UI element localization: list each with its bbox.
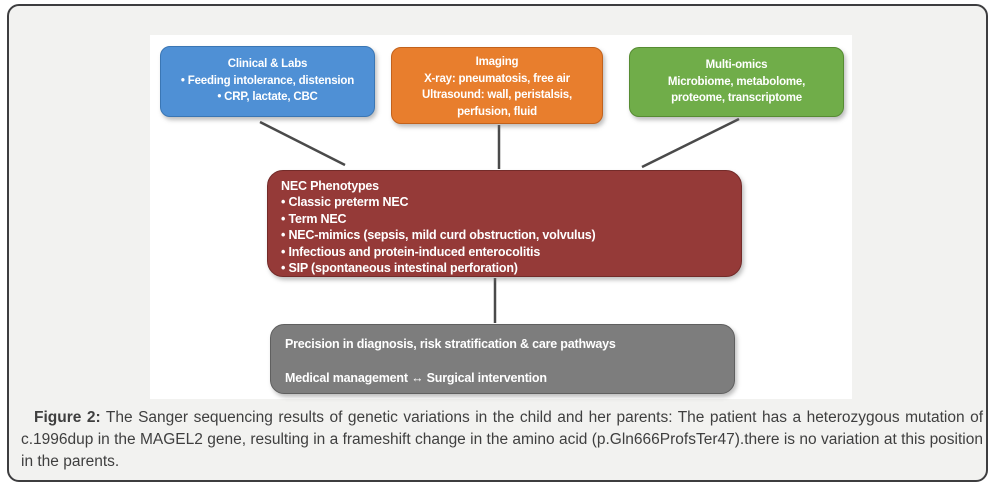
- figure-frame: Clinical & Labs • Feeding intolerance, d…: [7, 4, 988, 482]
- multi-omics-item: Microbiome, metabolome,: [667, 75, 806, 88]
- multi-omics-title: Multi-omics: [705, 59, 768, 71]
- figure-label: Figure 2:: [34, 409, 101, 426]
- nec-phenotype-item: • NEC-mimics (sepsis, mild curd obstruct…: [281, 228, 596, 243]
- clinical-labs-title: Clinical & Labs: [227, 58, 308, 70]
- nec-phenotype-item: • Infectious and protein-induced enteroc…: [281, 244, 541, 259]
- outcome-management-text: Medical management ↔ Surgical interventi…: [285, 371, 547, 385]
- nec-phenotypes-title: NEC Phenotypes: [281, 179, 379, 193]
- clinical-labs-item: • Feeding intolerance, distension: [180, 74, 355, 87]
- caption-line: c.1996dup in the MAGEL2 gene, resulting …: [21, 431, 983, 448]
- outcome-precision-text: Precision in diagnosis, risk stratificat…: [285, 337, 616, 351]
- caption-text: The Sanger sequencing results of genetic…: [100, 409, 984, 426]
- nec-phenotype-item: • SIP (spontaneous intestinal perforatio…: [281, 261, 518, 276]
- diagram-panel: Clinical & Labs • Feeding intolerance, d…: [150, 35, 852, 399]
- clinical-labs-item: • CRP, lactate, CBC: [217, 91, 318, 103]
- connector-multiomics-to-nec: [641, 117, 740, 169]
- caption-line: in the parents.: [21, 453, 120, 470]
- imaging-item: Ultrasound: wall, peristalsis,: [422, 89, 572, 101]
- multi-omics-box: Multi-omics Microbiome, metabolome, prot…: [629, 47, 844, 117]
- clinical-labs-box: Clinical & Labs • Feeding intolerance, d…: [160, 46, 375, 117]
- figure-caption: Figure 2: The Sanger sequencing results …: [21, 407, 983, 473]
- imaging-item: perfusion, fluid: [457, 105, 537, 118]
- connector-clinical-to-nec: [259, 120, 346, 167]
- outcome-box: Precision in diagnosis, risk stratificat…: [270, 324, 735, 394]
- nec-phenotypes-box: NEC Phenotypes • Classic preterm NEC • T…: [267, 170, 742, 277]
- imaging-title: Imaging: [475, 56, 519, 68]
- caption-line: Figure 2: The Sanger sequencing results …: [21, 407, 983, 429]
- imaging-item: X-ray: pneumatosis, free air: [424, 72, 570, 85]
- nec-phenotype-item: • Classic preterm NEC: [281, 195, 409, 210]
- nec-phenotype-item: • Term NEC: [281, 211, 347, 226]
- multi-omics-item: proteome, transcriptome: [671, 92, 802, 104]
- imaging-box: Imaging X-ray: pneumatosis, free air Ult…: [391, 47, 603, 124]
